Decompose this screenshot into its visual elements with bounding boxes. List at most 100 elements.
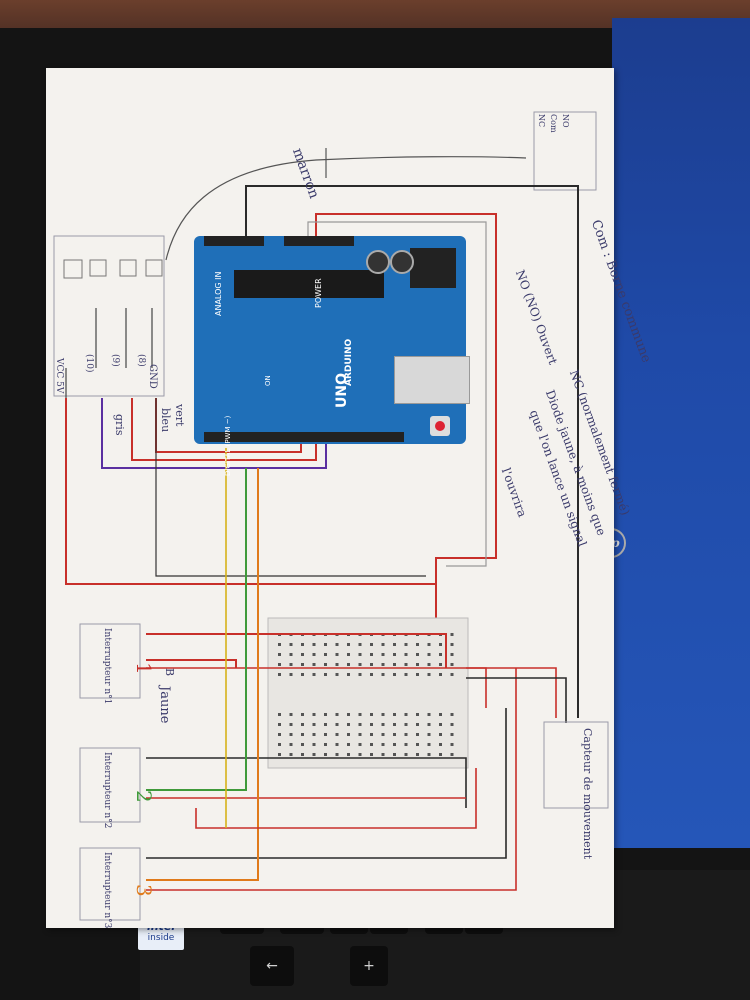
breadboard-hole	[427, 753, 431, 756]
switch-3-number: 3	[132, 884, 156, 897]
breadboard-hole	[450, 753, 454, 756]
breadboard-hole	[416, 663, 419, 666]
breadboard-hole	[439, 673, 442, 676]
switch-3-label: Interrupteur n°3	[102, 852, 112, 929]
breadboard-hole	[335, 743, 339, 746]
breadboard-hole	[416, 653, 419, 656]
breadboard-hole	[289, 733, 293, 736]
breadboard-hole	[324, 723, 327, 726]
breadboard-hole	[324, 713, 327, 716]
sensor-label: Capteur de mouvement	[581, 728, 594, 860]
relay-terminal-4	[145, 259, 163, 277]
breadboard-hole	[404, 743, 408, 746]
breadboard-hole	[427, 713, 431, 716]
breadboard-hole	[427, 743, 431, 746]
breadboard-hole	[370, 713, 373, 716]
breadboard-hole	[427, 663, 431, 666]
breadboard-hole	[450, 743, 454, 746]
relay-terminal-3	[119, 259, 137, 277]
breadboard-hole	[439, 653, 442, 656]
breadboard-hole	[312, 743, 316, 746]
breadboard-hole	[450, 653, 454, 656]
breadboard-hole	[312, 723, 316, 726]
breadboard-hole	[439, 643, 442, 646]
breadboard-hole	[301, 663, 304, 666]
breadboard-hole	[439, 713, 442, 716]
breadboard-hole	[324, 753, 327, 756]
digital-label: DIGITAL (PWM ~)	[224, 415, 232, 476]
digital-header	[204, 432, 404, 442]
black-wire	[245, 185, 579, 718]
red-wire-power	[315, 213, 497, 648]
breadboard-hole	[450, 733, 454, 736]
key-left-arrow[interactable]: ←	[250, 946, 294, 986]
laptop-screen	[612, 18, 750, 848]
breadboard-hole	[324, 663, 327, 666]
breadboard-hole	[347, 753, 350, 756]
breadboard-hole	[358, 673, 362, 676]
breadboard-hole	[404, 713, 408, 716]
breadboard-hole	[370, 753, 373, 756]
relay-module-outline	[53, 235, 165, 397]
breadboard-hole	[289, 673, 293, 676]
breadboard-hole	[416, 673, 419, 676]
breadboard-hole	[335, 713, 339, 716]
breadboard-hole	[278, 753, 281, 756]
breadboard-hole	[289, 663, 293, 666]
breadboard-hole	[312, 733, 316, 736]
relay-val-9: (9)	[110, 354, 120, 367]
breadboard-hole	[439, 733, 442, 736]
breadboard-hole	[324, 743, 327, 746]
breadboard-hole	[358, 643, 362, 646]
breadboard-hole	[358, 663, 362, 666]
breadboard-hole	[358, 713, 362, 716]
breadboard-hole	[450, 673, 454, 676]
breadboard-hole	[404, 653, 408, 656]
breadboard-hole	[381, 673, 385, 676]
breadboard-hole	[289, 743, 293, 746]
breadboard-hole	[450, 663, 454, 666]
breadboard-hole	[427, 673, 431, 676]
breadboard-hole	[335, 663, 339, 666]
breadboard-hole	[404, 733, 408, 736]
breadboard-hole	[278, 653, 281, 656]
note-bleu: bleu	[159, 408, 172, 433]
power-header	[284, 236, 354, 246]
arduino-model: UNO	[334, 373, 350, 408]
sensor-outline	[543, 721, 609, 809]
breadboard-hole	[347, 743, 350, 746]
on-label: ON	[264, 375, 272, 386]
breadboard-hole	[381, 643, 385, 646]
wiring-diagram	[53, 111, 609, 921]
breadboard-hole	[393, 653, 396, 656]
breadboard-hole	[404, 673, 408, 676]
reset-button[interactable]	[430, 416, 450, 436]
breadboard-hole	[358, 653, 362, 656]
breadboard-hole	[381, 723, 385, 726]
key-plus[interactable]: +	[350, 946, 388, 986]
breadboard-hole	[312, 673, 316, 676]
breadboard-hole	[324, 653, 327, 656]
breadboard-hole	[312, 663, 316, 666]
breadboard-hole	[347, 653, 350, 656]
breadboard-hole	[416, 723, 419, 726]
arduino-board: ARDUINO UNO POWER ANALOG IN DIGITAL (PWM…	[194, 236, 470, 476]
breadboard-hole	[324, 733, 327, 736]
breadboard-hole	[301, 753, 304, 756]
note-jaune: Jaune	[157, 686, 172, 724]
breadboard-hole	[335, 733, 339, 736]
breadboard-hole	[393, 643, 396, 646]
breadboard-hole	[370, 663, 373, 666]
breadboard-hole	[416, 753, 419, 756]
breadboard-hole	[439, 663, 442, 666]
breadboard-hole	[335, 723, 339, 726]
breadboard-hole	[439, 753, 442, 756]
breadboard-hole	[289, 713, 293, 716]
breadboard-hole	[347, 723, 350, 726]
breadboard-hole	[393, 733, 396, 736]
breadboard-hole	[335, 643, 339, 646]
breadboard-hole	[370, 643, 373, 646]
breadboard-hole	[358, 723, 362, 726]
power-jack	[410, 248, 456, 288]
paper-sheet: ARDUINO UNO POWER ANALOG IN DIGITAL (PWM…	[46, 68, 654, 929]
